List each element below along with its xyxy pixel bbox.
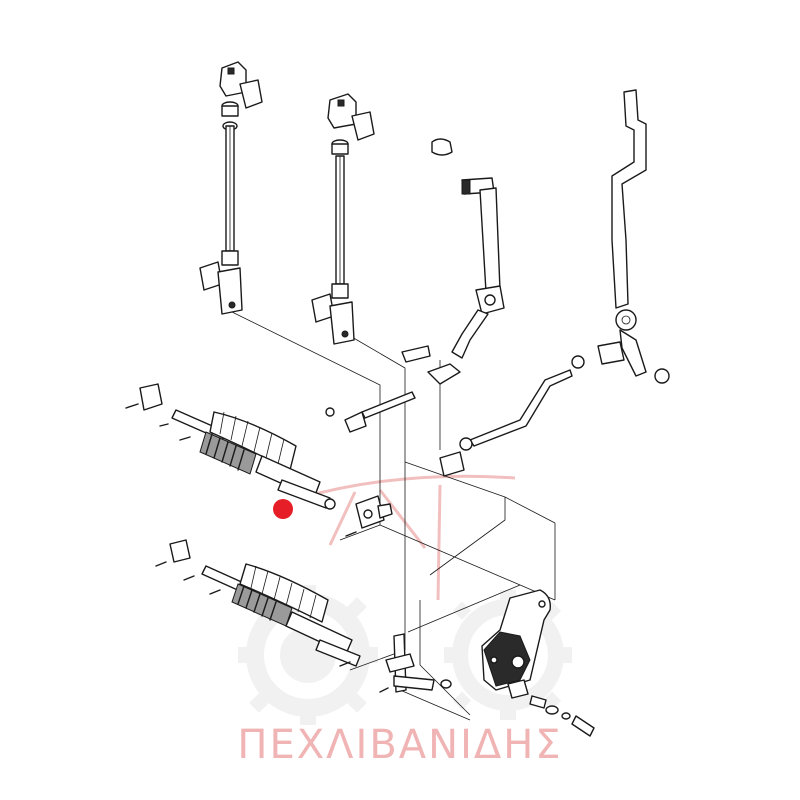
center-lever-assembly — [401, 138, 505, 385]
watermark-tractor-roof — [299, 474, 516, 601]
upper-spring — [199, 431, 257, 475]
upper-spring-assembly — [125, 383, 336, 510]
watermark-text: ΠΕΧΛΙΒΑΝΙΔΗΣ — [237, 722, 563, 768]
lower-boot — [239, 563, 329, 623]
middle-vertical-rod-assembly — [311, 93, 375, 345]
lower-spring-assembly — [155, 539, 361, 667]
right-bent-lever — [571, 89, 670, 384]
lower-vertical-shaft — [379, 633, 452, 693]
red-marker-dot[interactable] — [273, 499, 293, 519]
center-pivot-bracket — [345, 495, 393, 537]
lower-spring — [231, 583, 293, 627]
lower-right-bracket-plate — [481, 589, 595, 737]
link-rods — [325, 369, 573, 477]
left-vertical-rod-assembly — [199, 61, 263, 315]
